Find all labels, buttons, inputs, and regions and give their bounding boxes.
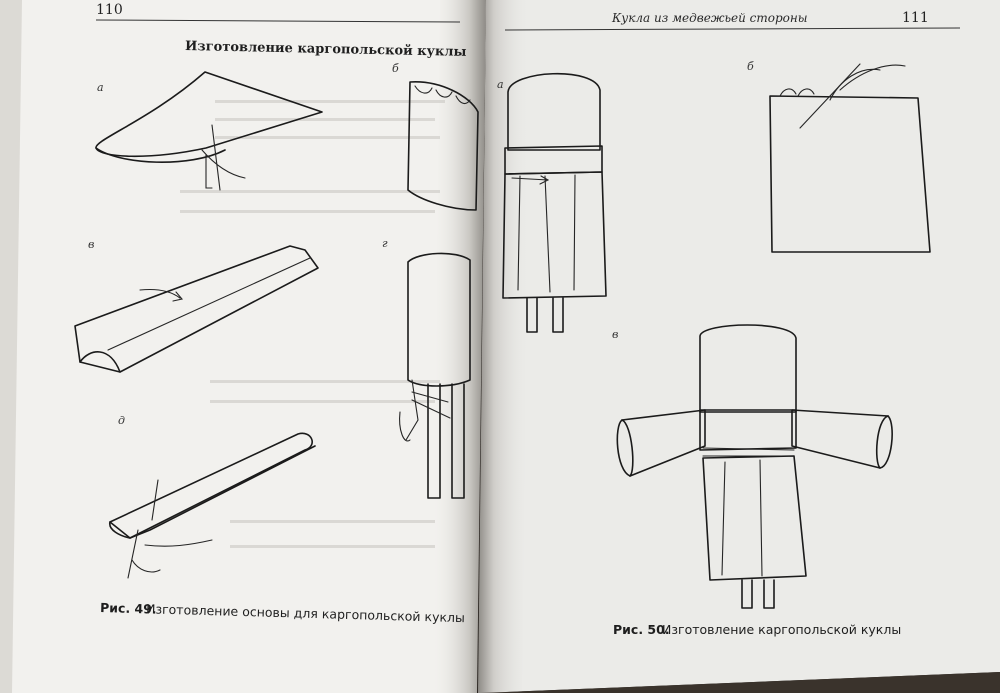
figure-label-g: г: [382, 237, 388, 250]
fig49-d-rolled-strip: [109, 432, 316, 579]
figure-label-right-a: а: [497, 78, 504, 91]
figure-label-b: б: [392, 62, 399, 75]
fig50-b-fabric-square: [769, 63, 931, 253]
right-caption-text: Изготовление каргопольской куклы: [662, 622, 901, 637]
left-page-title: Изготовление каргопольской куклы: [185, 39, 467, 60]
figure-label-v: в: [88, 238, 94, 251]
fig50-v-finished-doll: [616, 324, 893, 609]
fig49-v-folded-strip: [74, 245, 319, 373]
right-page-number: 111: [902, 10, 929, 26]
right-running-head: Кукла из медвежьей стороны: [611, 11, 808, 25]
left-caption-number: Рис. 49.: [100, 600, 157, 617]
fig49-g-tube-with-legs: [399, 252, 471, 499]
fig49-a-folded-fabric: [95, 71, 323, 191]
show-through-text: [180, 100, 445, 548]
left-page: [0, 0, 486, 693]
fig50-a-doll-base: [502, 72, 607, 333]
figure-label-right-b: б: [747, 60, 754, 73]
gutter-shadow-left: [432, 0, 486, 693]
figure-label-d: д: [118, 414, 125, 427]
left-page-number: 110: [96, 2, 123, 18]
right-header-rule: [504, 27, 961, 31]
right-caption-number: Рис. 50.: [613, 622, 670, 637]
table-corner: [480, 672, 1000, 693]
right-caption: Рис. 50. Изготовление каргопольской кукл…: [613, 622, 901, 637]
right-page: [480, 0, 1000, 693]
figure-label-right-v: в: [612, 328, 618, 341]
gutter-shadow-right: [478, 0, 530, 693]
left-page-edge: [0, 0, 22, 693]
left-header-rule: [95, 19, 461, 23]
fig49-b-rolled-edge: [407, 81, 479, 211]
figure-label-a: а: [97, 81, 104, 94]
